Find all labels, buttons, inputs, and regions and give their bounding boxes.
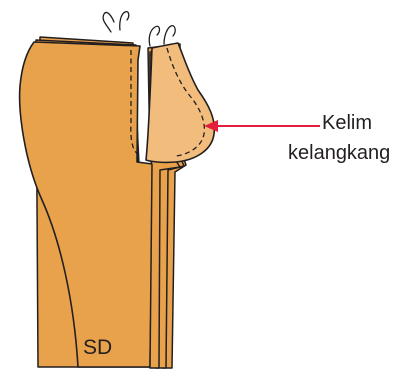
loose-threads <box>103 12 175 46</box>
crotch-facing <box>146 43 214 162</box>
annotation-label-kelangkang: kelangkang <box>288 141 390 165</box>
pointer-arrow <box>204 120 320 132</box>
annotation-label-kelim: Kelim <box>322 111 372 135</box>
piece-label-sd: SD <box>83 336 112 360</box>
